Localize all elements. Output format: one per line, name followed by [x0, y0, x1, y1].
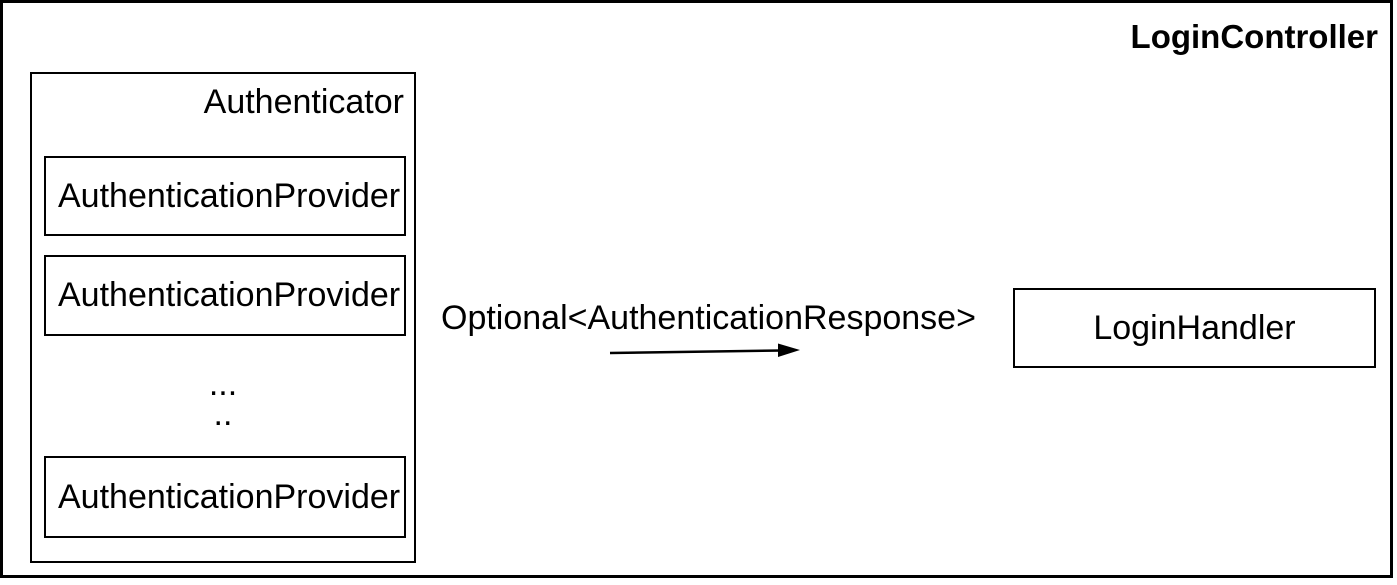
response-type-label: Optional<AuthenticationResponse> — [441, 299, 976, 337]
authenticator-box: Authenticator AuthenticationProvider Aut… — [30, 72, 416, 563]
authentication-provider-box: AuthenticationProvider — [44, 156, 406, 236]
ellipsis-line: ... — [208, 365, 238, 403]
login-handler-box: LoginHandler — [1013, 288, 1376, 368]
providers-ellipsis: ... .. — [32, 365, 414, 433]
login-controller-label: LoginController — [1130, 18, 1378, 55]
login-handler-label: LoginHandler — [1093, 308, 1296, 347]
authenticator-label: Authenticator — [203, 83, 404, 121]
ellipsis-line: .. — [213, 395, 233, 433]
authentication-provider-box: AuthenticationProvider — [44, 255, 406, 336]
authentication-provider-box: AuthenticationProvider — [44, 456, 406, 538]
